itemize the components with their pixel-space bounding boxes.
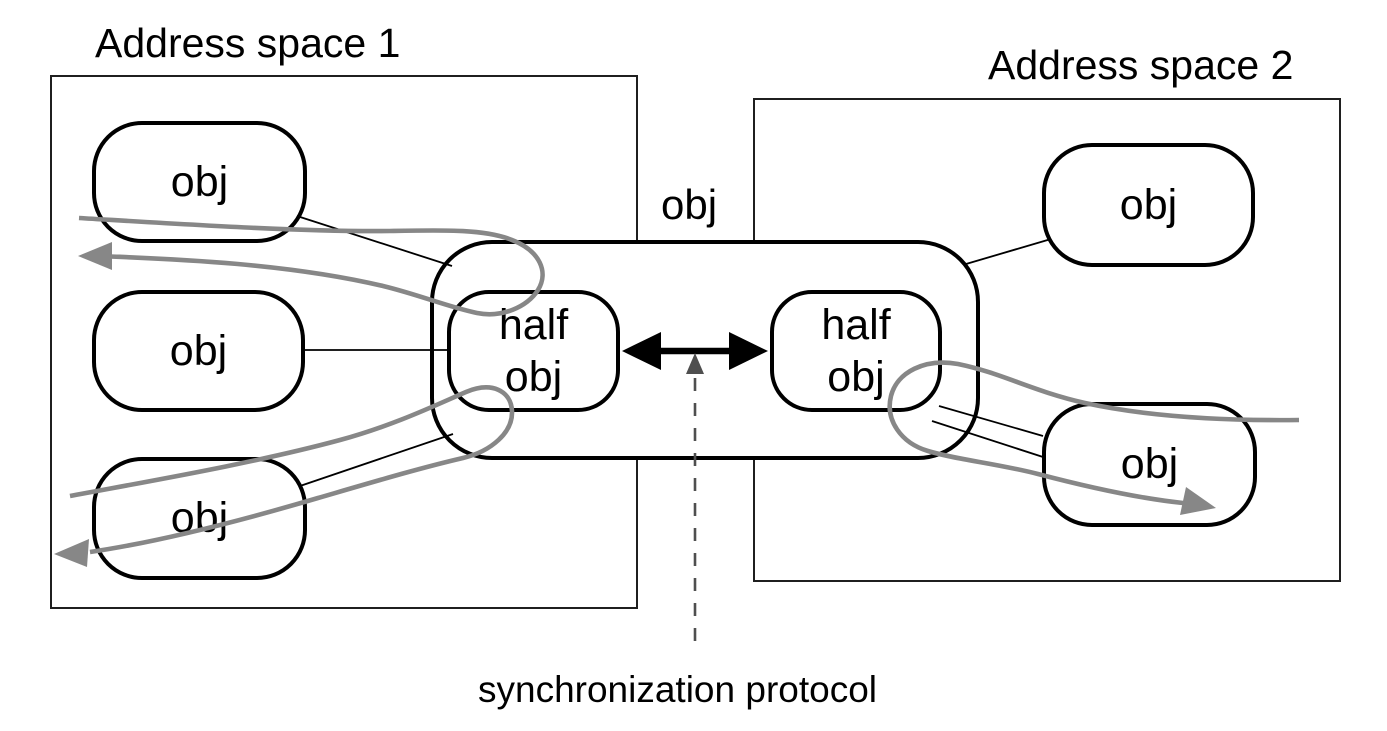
object-label: obj xyxy=(170,157,229,206)
half-object-right: half obj xyxy=(770,290,942,412)
object-label: obj xyxy=(170,494,229,542)
object-node-as1-top: obj xyxy=(92,121,307,243)
object-node-as2-top: obj xyxy=(1042,143,1255,267)
object-node-as2-bottom: obj xyxy=(1042,402,1257,527)
object-label: obj xyxy=(1120,440,1179,488)
distributed-object-label: obj xyxy=(661,181,718,228)
half-object-right-line1: half xyxy=(821,300,891,349)
half-object-left: half obj xyxy=(447,290,620,412)
half-object-left-line2: obj xyxy=(504,353,563,401)
address-space-1-label: Address space 1 xyxy=(95,20,401,66)
object-label: obj xyxy=(1119,180,1178,229)
half-object-left-line1: half xyxy=(498,300,569,349)
object-node-as1-middle: obj xyxy=(92,290,305,412)
address-space-2-label: Address space 2 xyxy=(988,42,1294,88)
half-object-right-line2: obj xyxy=(827,353,885,401)
object-node-as1-bottom: obj xyxy=(92,457,307,580)
sync-protocol-label: synchronization protocol xyxy=(478,669,877,710)
object-label: obj xyxy=(169,326,228,375)
